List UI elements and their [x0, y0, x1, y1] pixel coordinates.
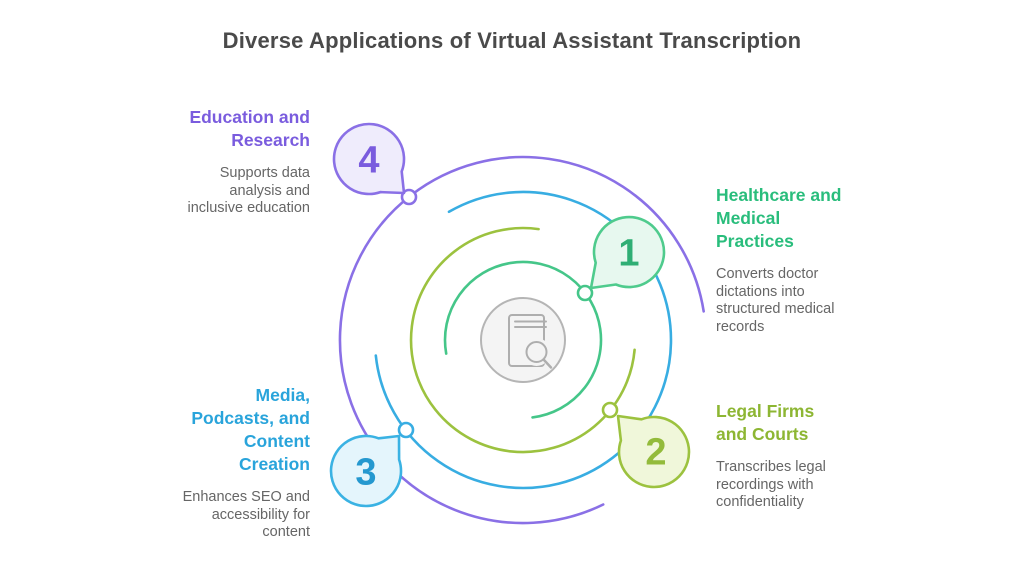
bubble-2: 2 — [616, 414, 691, 489]
spiral-arc-olive — [409, 226, 636, 454]
bubble-3: 3 — [329, 434, 403, 508]
book-search-icon — [508, 314, 553, 369]
item-legal-heading: Legal Firms and Courts — [716, 401, 815, 444]
item-healthcare: Healthcare and Medical Practices Convert… — [716, 184, 866, 336]
item-education: Education and Research Supports data ana… — [150, 106, 310, 218]
node-marker-4 — [400, 188, 418, 206]
item-education-description: Supports data analysis and inclusive edu… — [187, 165, 310, 216]
item-media: Media, Podcasts, and Content Creation En… — [140, 384, 310, 542]
bubble-3-shape — [329, 434, 403, 508]
item-media-heading: Media, Podcasts, and Content Creation — [191, 385, 310, 474]
spiral-arc-purple — [338, 155, 705, 525]
spiral-arc-green — [443, 260, 603, 419]
bubble-1-shape — [589, 215, 666, 290]
item-education-heading: Education and Research — [189, 107, 310, 150]
item-legal: Legal Firms and Courts Transcribes legal… — [716, 400, 866, 512]
page-title: Diverse Applications of Virtual Assistan… — [222, 28, 802, 53]
bubble-2-shape — [616, 414, 691, 489]
bubble-4-shape — [332, 122, 406, 196]
bubble-2-number: 2 — [645, 432, 666, 474]
node-marker-2 — [601, 401, 619, 419]
node-marker-1 — [576, 284, 594, 302]
center-medallion — [480, 297, 566, 383]
bubble-1: 1 — [589, 215, 666, 290]
spiral-arc-cyan — [374, 190, 673, 490]
bubble-4: 4 — [332, 122, 406, 196]
item-media-description: Enhances SEO and accessibility for conte… — [182, 489, 310, 540]
item-healthcare-description: Converts doctor dictations into structur… — [716, 266, 835, 335]
node-marker-3 — [397, 421, 415, 439]
item-legal-description: Transcribes legal recordings with confid… — [716, 459, 826, 510]
bubble-4-number: 4 — [358, 140, 379, 182]
bubble-3-number: 3 — [355, 452, 376, 494]
bubble-1-number: 1 — [618, 233, 639, 275]
item-healthcare-heading: Healthcare and Medical Practices — [716, 185, 842, 251]
